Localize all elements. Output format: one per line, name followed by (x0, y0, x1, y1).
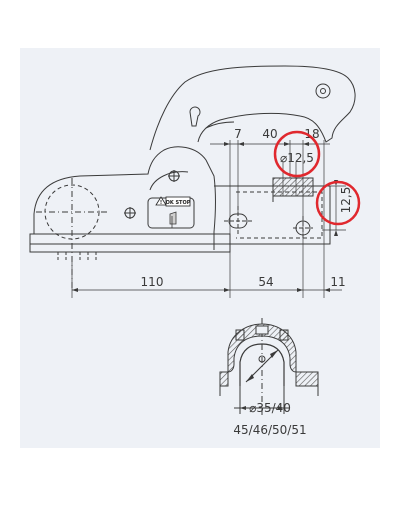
warning-triangle-icon (155, 196, 167, 206)
drawbar-tube (214, 185, 331, 245)
housing-contour (149, 171, 189, 191)
dim-110: 110 (141, 275, 164, 289)
dim-7: 7 (234, 127, 242, 141)
handle-outline (149, 65, 356, 151)
handle-inner-line (205, 121, 235, 129)
highlight-vertical-dimension (315, 180, 361, 226)
section-rib-right (279, 329, 289, 341)
ball-diameter-label: ⌀35/40 (249, 401, 291, 415)
dim-vertical-12-5: 12,5 (339, 187, 353, 214)
section-ball-cup (239, 343, 285, 386)
clamp-plate-section (272, 177, 314, 197)
highlight-hole-diameter (273, 130, 321, 178)
housing-outline (33, 146, 216, 250)
ok-stop-text: OK STOP (166, 200, 191, 206)
dim-hole-diameter: ⌀12,5 (280, 151, 314, 165)
dim-11: 11 (330, 275, 345, 289)
keyhole (189, 106, 201, 127)
ball-stud-hidden (57, 252, 97, 262)
indicator-pointer (169, 211, 177, 225)
dim-54: 54 (258, 275, 273, 289)
warning-label: ! OK STOP (155, 196, 191, 228)
section-rib-left (235, 329, 245, 341)
section-center-mark (258, 355, 266, 363)
drawing-panel (20, 48, 380, 448)
dim-40: 40 (262, 127, 277, 141)
handle-rivet-outer (315, 83, 331, 99)
section-arrows (240, 350, 284, 410)
ball-socket-section (219, 318, 319, 418)
ok-stop-box (165, 196, 191, 207)
sizes-label: 45/46/50/51 (233, 423, 306, 437)
svg-text:!: ! (160, 200, 162, 206)
handle-rivet-inner (320, 88, 326, 94)
dim-18: 18 (304, 127, 319, 141)
section-top-gap (255, 325, 269, 335)
